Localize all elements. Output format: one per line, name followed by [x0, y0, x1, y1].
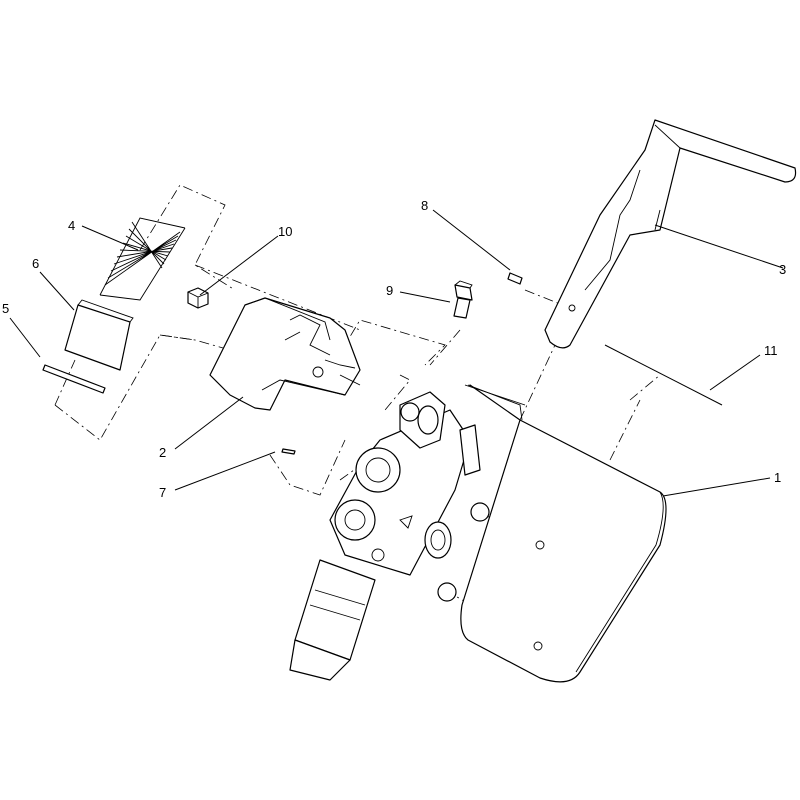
- callout-1: 1: [774, 470, 781, 485]
- part-7-pin: [281, 448, 296, 455]
- callout-9: 9: [386, 283, 393, 298]
- callout-2: 2: [159, 445, 166, 460]
- part-5-washer: [42, 364, 106, 394]
- part-9-bolt: [453, 280, 473, 319]
- control-valve-assembly: [289, 391, 490, 681]
- part-8-small-pin: [507, 272, 523, 285]
- leader-lines: [9, 209, 784, 497]
- callout-6: 6: [32, 256, 39, 271]
- part-1-mounting-plate: [460, 384, 667, 683]
- callout-10: 10: [278, 224, 292, 239]
- callout-7: 7: [159, 485, 166, 500]
- part-3-handle: [544, 119, 797, 349]
- callout-5: 5: [2, 301, 9, 316]
- callout-3: 3: [779, 262, 786, 277]
- part-6-cylinder: [64, 299, 134, 371]
- part-2-bracket: [209, 297, 361, 411]
- part-11-strip: [464, 384, 526, 406]
- callout-8: 8: [421, 198, 428, 213]
- callout-labels: 1 2 3 4 5 6 7 8 9 10 11: [2, 198, 786, 500]
- part-4-spring: [99, 217, 186, 301]
- callout-4: 4: [68, 218, 75, 233]
- callout-11: 11: [764, 343, 778, 358]
